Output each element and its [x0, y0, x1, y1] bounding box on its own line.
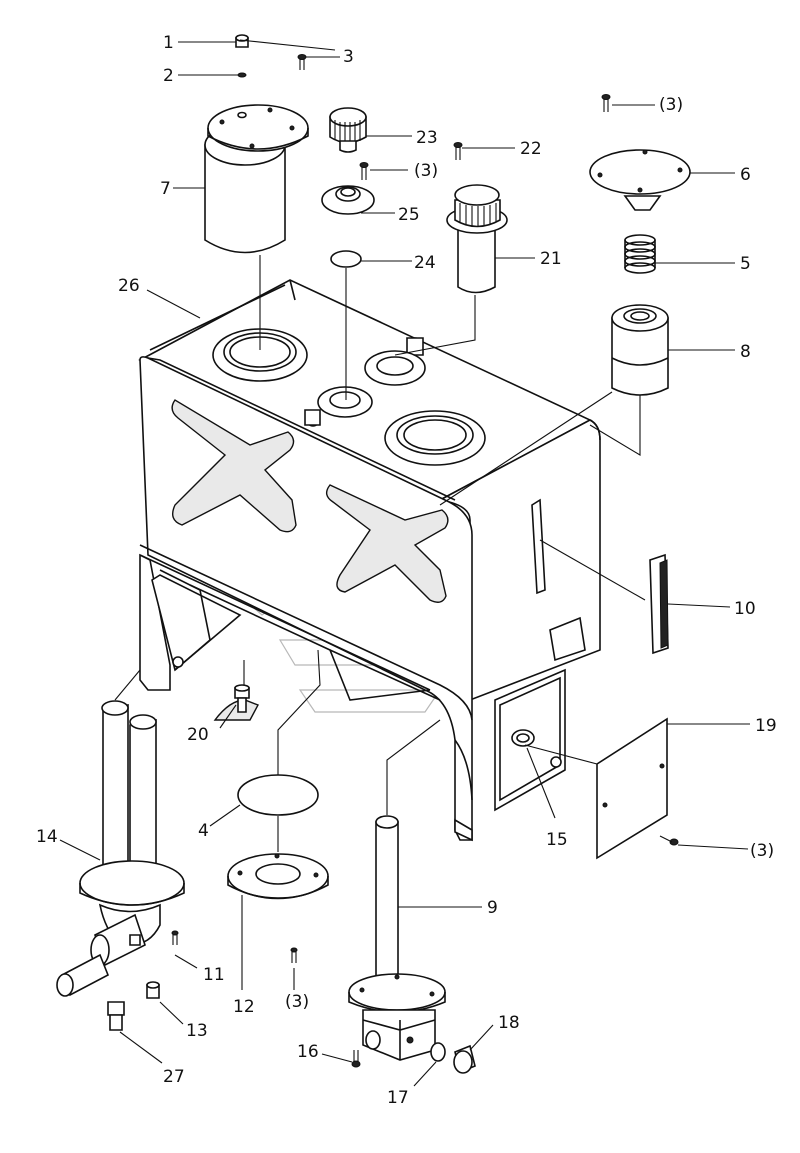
label-2: 2 — [163, 66, 174, 86]
tank-top-openings — [212, 328, 486, 466]
drain-plug-15 — [511, 729, 535, 747]
suction-pipe-14 — [56, 700, 185, 997]
label-17: 17 — [387, 1088, 409, 1108]
label-10: 10 — [734, 599, 756, 619]
label-16: 16 — [297, 1042, 319, 1062]
screw-19 — [659, 835, 679, 846]
screw-3 — [297, 54, 307, 70]
screw-16 — [351, 1050, 361, 1068]
label-3: 3 — [343, 47, 354, 67]
strainer-21 — [446, 184, 508, 294]
filter-element-8 — [611, 304, 669, 396]
label-7: 7 — [160, 179, 171, 199]
flange-12 — [227, 853, 329, 900]
screw-22 — [453, 142, 463, 160]
bolt-20 — [234, 684, 250, 713]
label-8: 8 — [740, 342, 751, 362]
o-ring-17 — [430, 1042, 446, 1062]
label-9: 9 — [487, 898, 498, 918]
label-11: 11 — [203, 965, 225, 985]
label-19: 19 — [755, 716, 777, 736]
flange-25 — [321, 185, 375, 215]
o-ring-24 — [330, 250, 362, 268]
label-6: 6 — [740, 165, 751, 185]
filter-housing-7 — [204, 104, 309, 254]
spring-5 — [624, 234, 656, 274]
leader-lines — [59, 41, 750, 1087]
label-24: 24 — [414, 253, 436, 273]
assembly-guide-lines — [114, 39, 646, 852]
plug-18 — [453, 1044, 476, 1074]
screw-3-mid — [359, 162, 369, 180]
label-3-cover: (3) — [750, 841, 774, 861]
washer-2 — [237, 72, 247, 78]
cover-plate-6 — [589, 149, 691, 211]
label-20: 20 — [187, 725, 209, 745]
label-14: 14 — [36, 827, 58, 847]
label-25: 25 — [398, 205, 420, 225]
label-12: 12 — [233, 997, 255, 1017]
label-1: 1 — [163, 33, 174, 53]
part-labels: 1 2 3 (3) (3) (3) (3) 4 5 6 7 8 9 10 11 … — [36, 33, 777, 1108]
label-5: 5 — [740, 254, 751, 274]
screw-11 — [171, 930, 179, 945]
label-21: 21 — [540, 249, 562, 269]
breather-cap-23 — [329, 107, 367, 153]
return-pipe-9 — [348, 815, 446, 1061]
label-23: 23 — [416, 128, 438, 148]
fitting-27 — [107, 1001, 125, 1031]
label-26: 26 — [118, 276, 140, 296]
plug-13 — [146, 981, 160, 999]
label-22: 22 — [520, 139, 542, 159]
label-15: 15 — [546, 830, 568, 850]
label-4: 4 — [198, 821, 209, 841]
label-13: 13 — [186, 1021, 208, 1041]
label-3-right: (3) — [659, 95, 683, 115]
level-gauge-10 — [649, 553, 669, 655]
label-27: 27 — [163, 1067, 185, 1087]
gasket-4 — [237, 774, 319, 816]
label-3-mid: (3) — [414, 161, 438, 181]
screw-12 — [290, 947, 298, 963]
screw-3-right — [601, 94, 611, 112]
label-18: 18 — [498, 1013, 520, 1033]
label-3-flange: (3) — [285, 992, 309, 1012]
access-cover-19 — [596, 717, 668, 860]
